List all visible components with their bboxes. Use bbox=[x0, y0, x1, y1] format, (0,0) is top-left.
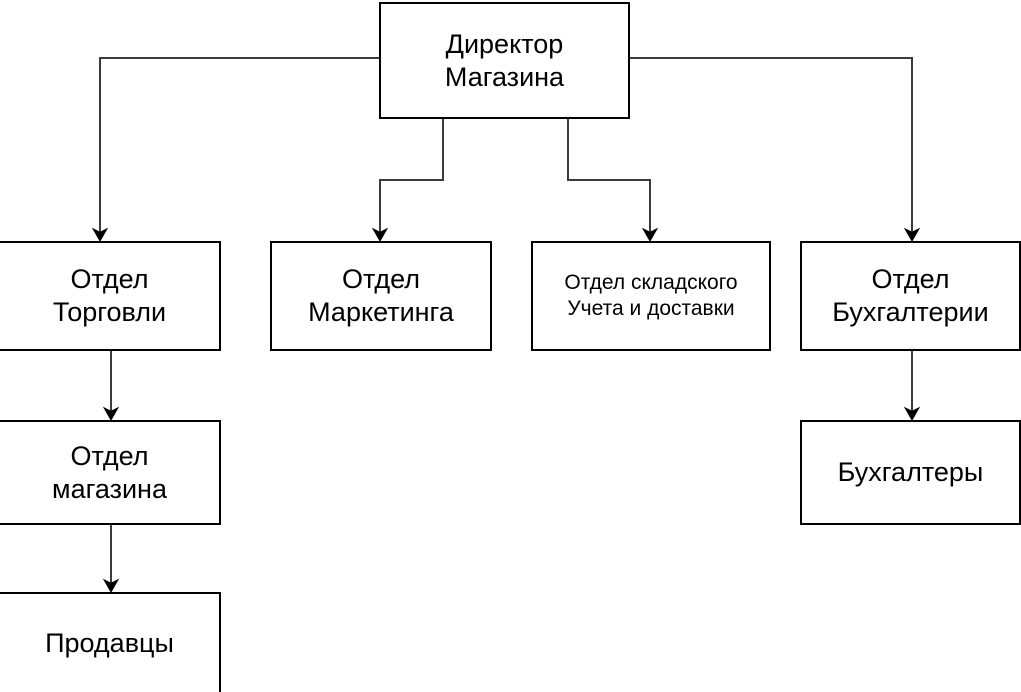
node-marketing[interactable]: Отдел Маркетинга bbox=[270, 241, 492, 351]
node-label-accountants: Бухгалтеры bbox=[837, 457, 984, 488]
node-label-accounting: Отдел Бухгалтерии bbox=[832, 264, 989, 327]
node-label-shop-department: Отдел магазина bbox=[52, 440, 167, 504]
edges-group bbox=[91, 57, 921, 593]
edge-director-marketing bbox=[371, 119, 444, 242]
node-director[interactable]: Директор Магазина bbox=[379, 2, 630, 119]
node-accountants[interactable]: Бухгалтеры bbox=[800, 420, 1021, 525]
node-sellers[interactable]: Продавцы bbox=[0, 592, 221, 692]
node-warehouse[interactable]: Отдел складского Учета и доставки bbox=[531, 241, 771, 351]
edge-director-accounting bbox=[630, 57, 921, 242]
node-accounting[interactable]: Отдел Бухгалтерии bbox=[800, 241, 1021, 351]
node-shop-department[interactable]: Отдел магазина bbox=[0, 420, 221, 525]
node-trade[interactable]: Отдел Торговли bbox=[0, 241, 221, 351]
node-label-trade: Отдел Торговли bbox=[52, 264, 167, 327]
edge-director-warehouse bbox=[567, 119, 659, 242]
node-label-warehouse: Отдел складского Учета и доставки bbox=[564, 271, 738, 320]
node-label-director: Директор Магазина bbox=[444, 28, 565, 92]
edge-director-trade bbox=[91, 57, 379, 242]
node-label-marketing: Отдел Маркетинга bbox=[308, 264, 454, 327]
node-label-sellers: Продавцы bbox=[45, 627, 174, 658]
